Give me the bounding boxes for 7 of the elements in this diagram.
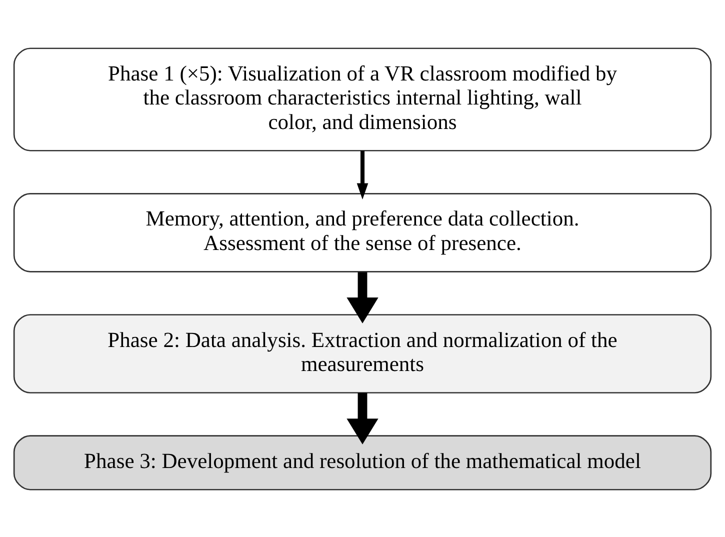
node-box: Phase 2: Data analysis. Extraction and normalization of the measurements [13, 314, 712, 393]
arrow [356, 150, 368, 199]
node-box: Phase 3: Development and resolution of the mathematical model [13, 434, 712, 490]
node-box: Phase 1 (×5): Visualization of a VR classroom modified by the classroom characteristics internal lighting, wall color, and dimensions [13, 47, 712, 151]
node-box: Memory, attention, and preference data collection. Assessment of the sense of presence. [13, 192, 712, 272]
arrow [346, 392, 378, 444]
arrow [346, 272, 378, 323]
